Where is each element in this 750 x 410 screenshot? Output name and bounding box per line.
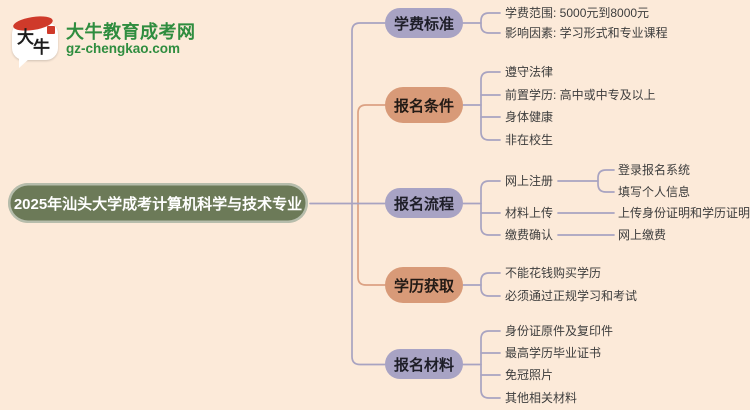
leaf-prior-education: 前置学历: 高中或中专及以上 xyxy=(505,88,656,102)
leaf-pay-online: 网上缴费 xyxy=(618,228,667,242)
branch-pill-enrollment-process: 报名流程 xyxy=(385,188,463,218)
branch-pill-enrollment-materials: 报名材料 xyxy=(385,349,463,379)
branch-pill-degree-acquisition: 学历获取 xyxy=(385,267,463,303)
root-topic: 2025年汕头大学成考计算机科学与技术专业 xyxy=(8,183,308,223)
trunk-salmon-line xyxy=(357,104,386,286)
site-url: gz-chengkao.com xyxy=(66,41,181,56)
logo-char-1: 大 xyxy=(17,28,34,47)
logo-speech-bubble-icon: 大 牛 xyxy=(12,13,58,68)
branch-pill-enrollment-conditions: 报名条件 xyxy=(385,87,463,123)
leaf-tuition-factors: 影响因素: 学习形式和专业课程 xyxy=(505,26,668,40)
leaf-obey-law: 遵守法律 xyxy=(505,65,554,79)
leaf-other-materials: 其他相关材料 xyxy=(505,391,578,405)
trunk-gray-line xyxy=(351,22,386,366)
branch-pill-tuition-standard: 学费标准 xyxy=(385,8,463,38)
logo-char-2: 牛 xyxy=(33,38,50,57)
leaf-photo: 免冠照片 xyxy=(505,368,554,382)
leaf-diploma: 最高学历毕业证书 xyxy=(505,346,602,360)
site-logo[interactable]: 大 牛 大牛教育成考网 gz-chengkao.com xyxy=(12,12,212,68)
leaf-online-register: 网上注册 xyxy=(505,174,554,188)
leaf-upload-proof: 上传身份证明和学历证明 xyxy=(618,206,750,220)
leaf-formal-study: 必须通过正规学习和考试 xyxy=(505,289,638,303)
leaf-no-buying-degree: 不能花钱购买学历 xyxy=(505,266,602,280)
logo-seal-icon xyxy=(47,26,55,34)
leaf-material-upload: 材料上传 xyxy=(505,206,554,220)
leaf-login-system: 登录报名系统 xyxy=(618,163,691,177)
logo-bubble-tail xyxy=(19,58,30,68)
leaf-payment-confirm: 缴费确认 xyxy=(505,228,554,242)
leaf-good-health: 身体健康 xyxy=(505,110,554,124)
leaf-non-student: 非在校生 xyxy=(505,133,554,147)
leaf-fill-info: 填写个人信息 xyxy=(618,185,691,199)
leaf-id-card-copy: 身份证原件及复印件 xyxy=(505,324,614,338)
leaf-tuition-range: 学费范围: 5000元到8000元 xyxy=(505,6,650,20)
site-name: 大牛教育成考网 xyxy=(66,22,196,42)
